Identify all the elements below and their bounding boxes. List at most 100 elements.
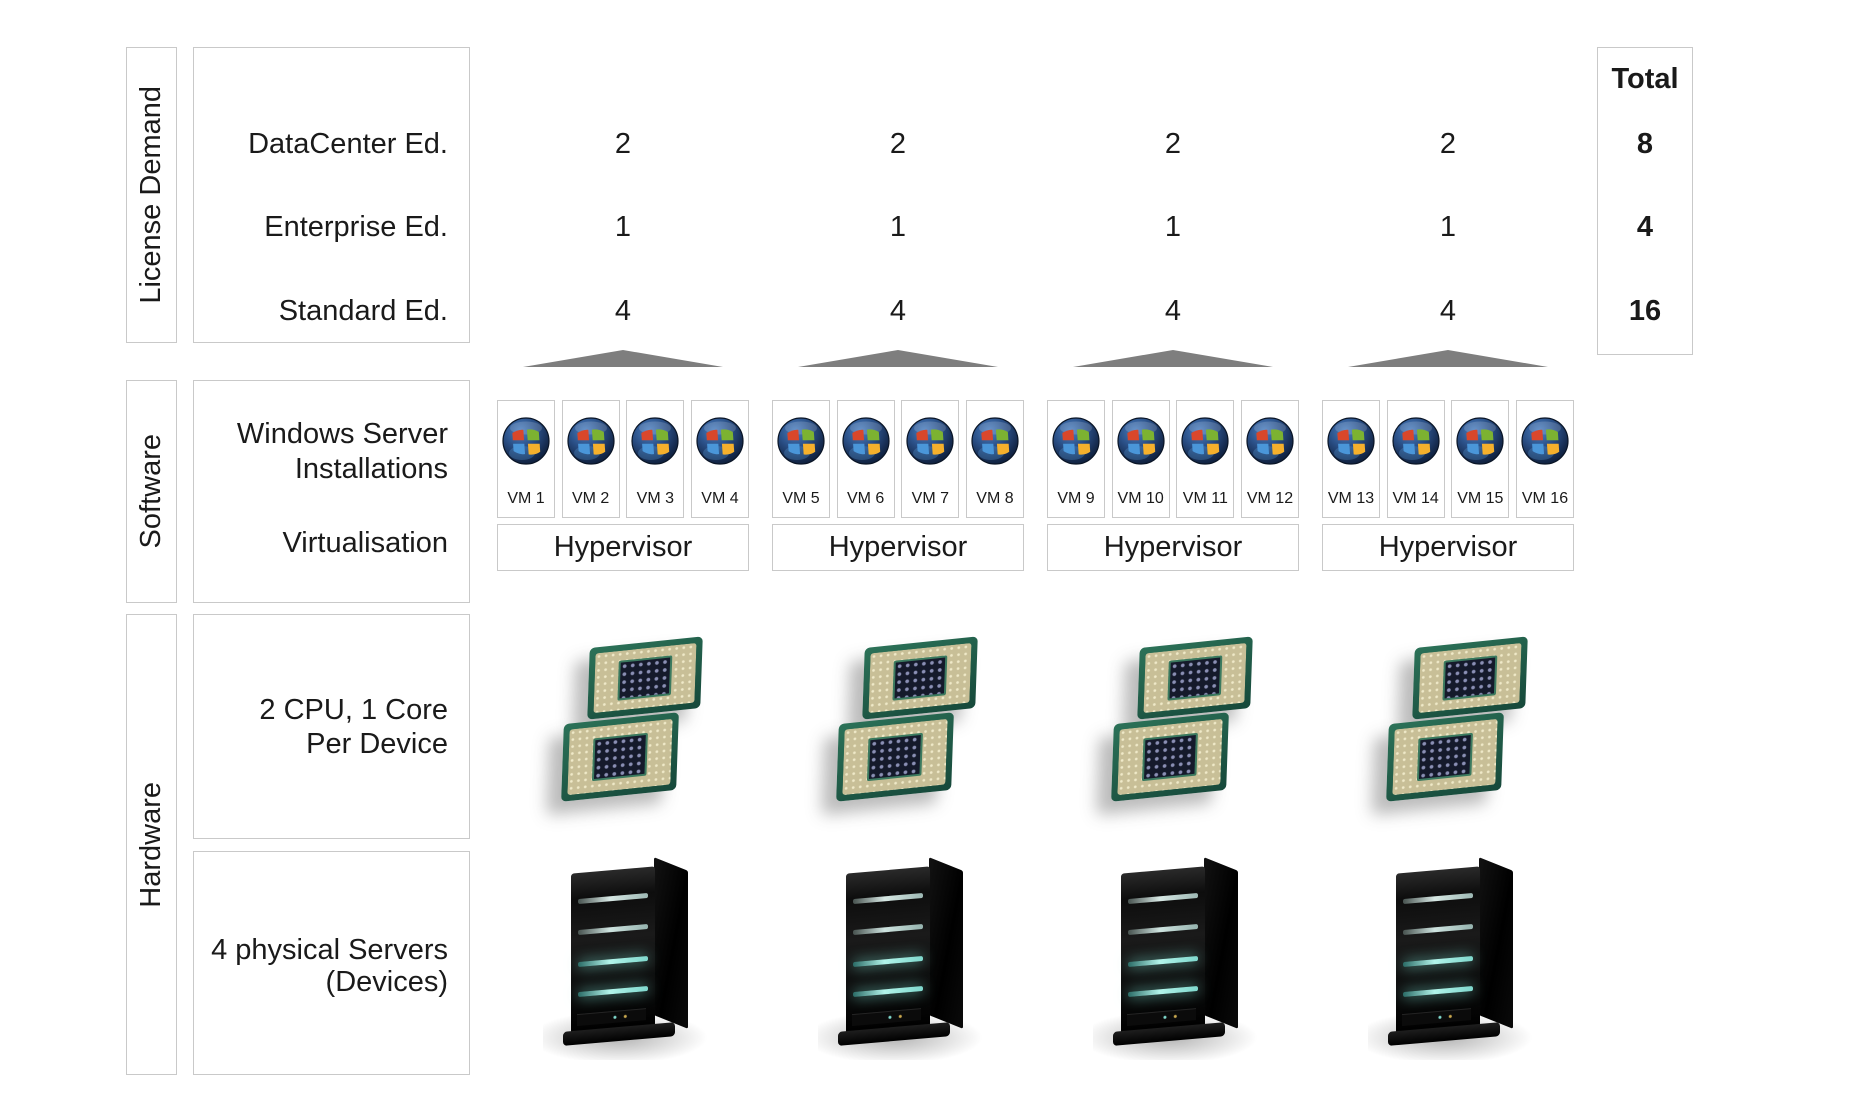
row-label-standard: Standard Ed.: [278, 295, 448, 327]
server-side-face: [654, 857, 688, 1029]
software-section-box: Software: [126, 380, 177, 603]
windows-orb-icon: [842, 417, 890, 465]
row-label-enterprise: Enterprise Ed.: [264, 211, 448, 243]
vm-box: VM 11: [1176, 400, 1235, 518]
cpu-label-line1: 2 CPU, 1 Core: [259, 694, 448, 726]
hypervisor-box-1: Hypervisor: [497, 524, 749, 571]
cpu-chip-icon: [587, 636, 703, 720]
cpu-label-line2: Per Device: [306, 728, 448, 760]
datacenter-count-host-4: 2: [1439, 128, 1457, 160]
total-header: Total: [1611, 63, 1679, 95]
windows-orb-icon: [1246, 417, 1294, 465]
vm-box: VM 14: [1386, 400, 1445, 518]
datacenter-count-host-2: 2: [889, 128, 907, 160]
windows-orb-icon: [1456, 417, 1504, 465]
hardware-section-box: Hardware: [126, 614, 177, 1075]
vm-label: VM 14: [1392, 490, 1439, 507]
cpu-pair-host-3: [1047, 636, 1299, 823]
vm-box: VM 15: [1451, 400, 1510, 518]
servers-label-line1: 4 physical Servers: [211, 934, 448, 966]
servers-label-line2: (Devices): [325, 966, 448, 998]
cpu-chip-icon: [1386, 712, 1504, 802]
vm-label: VM 12: [1246, 490, 1294, 507]
vm-label: VM 9: [1057, 490, 1095, 507]
cpu-chip-icon: [836, 712, 954, 802]
vm-label: VM 15: [1457, 490, 1504, 507]
standard-count-host-3: 4: [1164, 295, 1182, 327]
group-triangle-icon: [523, 350, 723, 367]
windows-orb-icon: [971, 417, 1019, 465]
server-front-face: [571, 866, 655, 1034]
cpu-row: [497, 636, 1574, 823]
vm-label: VM 10: [1117, 490, 1164, 507]
vm-label: VM 16: [1521, 490, 1569, 507]
vm-label: VM 2: [571, 490, 610, 507]
license-demand-section-label: License Demand: [135, 86, 167, 304]
group-triangle-icon: [798, 350, 998, 367]
vm-box: VM 7: [901, 400, 960, 518]
cpu-chip-icon: [1412, 636, 1528, 720]
servers-row-label-box: [193, 851, 470, 1075]
host-2-vm-group: VM 5 VM 6 VM 7 VM 8: [772, 400, 1024, 518]
windows-orb-icon: [1052, 417, 1100, 465]
windows-orb-icon: [1521, 417, 1569, 465]
hypervisor-box-2: Hypervisor: [772, 524, 1024, 571]
host-3-vm-group: VM 9 VM 10 VM 11 VM 12: [1047, 400, 1299, 518]
standard-count-host-4: 4: [1439, 295, 1457, 327]
vm-row: VM 1 VM 2 VM 3 VM 4 VM 5 VM 6: [497, 400, 1574, 518]
server-row: [497, 857, 1574, 1060]
enterprise-count-host-2: 1: [889, 211, 907, 243]
vm-box: VM 13: [1322, 400, 1380, 518]
enterprise-count-host-1: 1: [614, 211, 632, 243]
windows-orb-icon: [567, 417, 615, 465]
row-label-servers: 4 physical Servers (Devices): [193, 934, 448, 998]
standard-count-host-1: 4: [614, 295, 632, 327]
vm-box: VM 2: [561, 400, 620, 518]
hypervisor-box-4: Hypervisor: [1322, 524, 1574, 571]
row-label-installations: Windows Server Installations: [193, 417, 448, 487]
cpu-pair-host-2: [772, 636, 1024, 823]
windows-orb-icon: [906, 417, 954, 465]
vm-box: VM 1: [497, 400, 555, 518]
hypervisor-box-3: Hypervisor: [1047, 524, 1299, 571]
row-label-cpu: 2 CPU, 1 Core Per Device: [193, 693, 448, 761]
vm-box: VM 12: [1240, 400, 1299, 518]
cpu-chip-icon: [1137, 636, 1253, 720]
vm-label: VM 13: [1327, 490, 1375, 507]
vm-label: VM 11: [1182, 490, 1228, 507]
server-side-face: [1204, 857, 1238, 1029]
server-front-face: [1121, 866, 1205, 1034]
software-row-labels-box: [193, 380, 470, 603]
total-datacenter: 8: [1636, 128, 1654, 160]
row-label-virtualisation: Virtualisation: [282, 527, 448, 559]
installations-label-line2: Installations: [294, 453, 448, 485]
vm-label: VM 1: [507, 490, 545, 507]
windows-orb-icon: [777, 417, 825, 465]
windows-orb-icon: [631, 417, 679, 465]
hardware-section-label: Hardware: [135, 781, 167, 908]
vm-box: VM 4: [690, 400, 749, 518]
cpu-pair-host-4: [1322, 636, 1574, 823]
host-4-vm-group: VM 13 VM 14 VM 15 VM 16: [1322, 400, 1574, 518]
windows-orb-icon: [696, 417, 744, 465]
enterprise-count-host-3: 1: [1164, 211, 1182, 243]
group-triangle-row: [497, 350, 1574, 367]
windows-orb-icon: [1117, 417, 1165, 465]
vm-label: VM 6: [846, 490, 885, 507]
vm-box: VM 6: [836, 400, 895, 518]
vm-label: VM 7: [911, 490, 949, 507]
license-row-labels-box: [193, 47, 470, 343]
datacenter-count-host-1: 2: [614, 128, 632, 160]
cpu-row-label-box: [193, 614, 470, 839]
vm-box: VM 5: [772, 400, 830, 518]
server-tower-icon: [543, 857, 711, 1060]
server-tower-icon: [818, 857, 986, 1060]
server-tower-icon: [1368, 857, 1536, 1060]
windows-orb-icon: [1327, 417, 1375, 465]
cpu-pair-host-1: [497, 636, 749, 823]
datacenter-count-host-3: 2: [1164, 128, 1182, 160]
total-enterprise: 4: [1636, 211, 1654, 243]
vm-box: VM 16: [1515, 400, 1574, 518]
server-front-face: [846, 866, 930, 1034]
